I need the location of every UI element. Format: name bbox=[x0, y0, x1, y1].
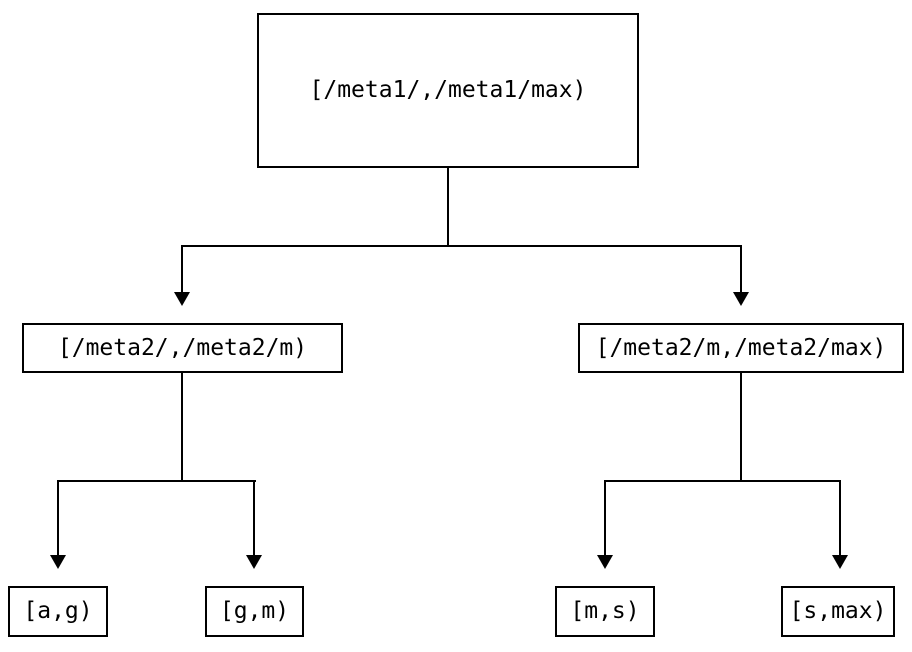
arrow-down-icon bbox=[733, 292, 749, 306]
node-root-meta1-range: [/meta1/,/meta1/max) bbox=[257, 13, 639, 168]
edge-mid-right-stem bbox=[740, 373, 742, 481]
arrow-down-icon bbox=[174, 292, 190, 306]
edge-drop-to-mid-left bbox=[181, 245, 183, 292]
edge-drop-to-leaf-smax bbox=[839, 480, 841, 555]
edge-drop-to-mid-right bbox=[740, 245, 742, 292]
node-leaf-g-m: [g,m) bbox=[205, 586, 304, 637]
edge-mid-left-crossbar bbox=[57, 480, 256, 482]
edge-drop-to-leaf-ms bbox=[604, 480, 606, 555]
edge-drop-to-leaf-ag bbox=[57, 480, 59, 555]
node-meta2-lower-range: [/meta2/,/meta2/m) bbox=[22, 323, 343, 373]
edge-drop-to-leaf-gm bbox=[253, 480, 255, 555]
node-leaf-m-s: [m,s) bbox=[555, 586, 655, 637]
edge-mid-left-stem bbox=[181, 373, 183, 481]
edge-mid-right-crossbar bbox=[604, 480, 841, 482]
edge-root-stem bbox=[447, 168, 449, 246]
node-leaf-s-max: [s,max) bbox=[781, 586, 895, 637]
arrow-down-icon bbox=[597, 555, 613, 569]
node-leaf-a-g: [a,g) bbox=[8, 586, 108, 637]
arrow-down-icon bbox=[832, 555, 848, 569]
node-meta2-upper-range: [/meta2/m,/meta2/max) bbox=[578, 323, 904, 373]
arrow-down-icon bbox=[246, 555, 262, 569]
edge-root-crossbar bbox=[181, 245, 742, 247]
arrow-down-icon bbox=[50, 555, 66, 569]
